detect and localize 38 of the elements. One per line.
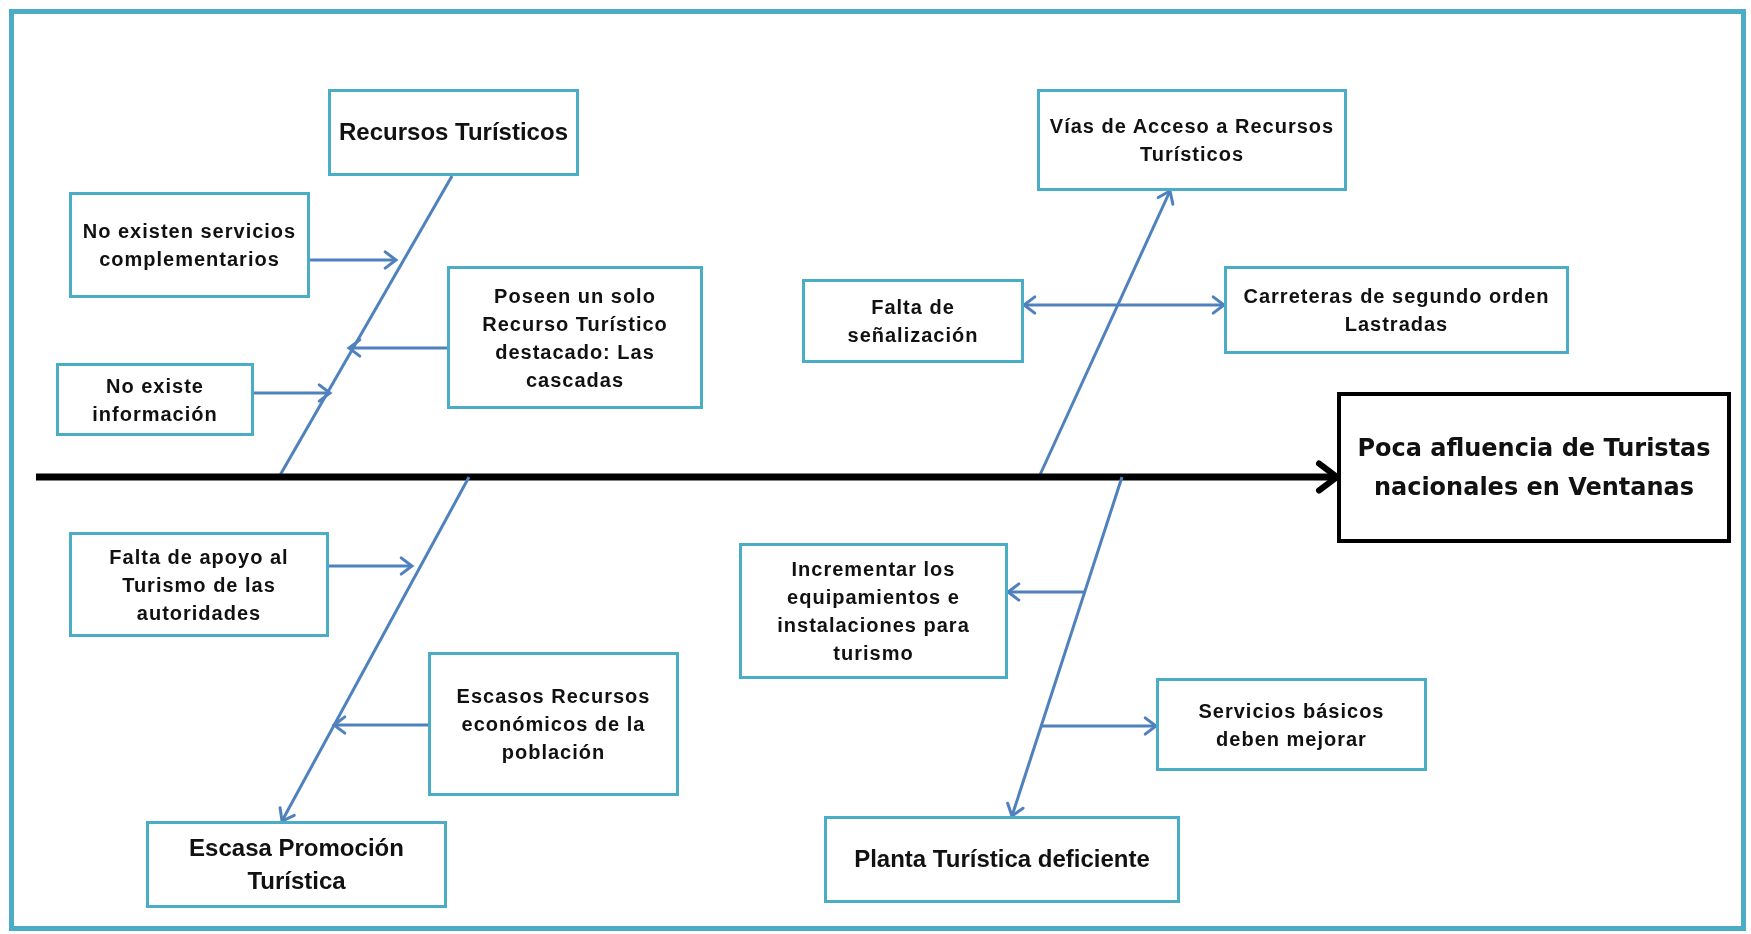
cause-box [1156,678,1427,771]
arrow [254,383,332,403]
arrow [310,250,398,270]
arrow [329,556,414,576]
arrow [1041,716,1158,736]
cause-box [802,279,1024,363]
box-text: No existen servicios complementarios [81,219,298,272]
box-text: Carreteras de segundo orden Lastradas [1242,284,1551,337]
box-text: Poseen un solo Recurso Turístico destacado: Las cascadas [481,283,669,393]
cause-box [447,266,703,409]
box-text: Recursos Turísticos [339,117,568,148]
box-text: Incrementar los equipamientos e instalaciones para turismo [776,557,971,666]
category-box [146,821,447,908]
arrow [1022,295,1226,315]
box-text: Falta de señalización [846,295,980,348]
box-text: No existe información [91,373,219,427]
cause-box [739,543,1008,679]
box-text: Servicios básicos deben mejorar [1197,698,1386,752]
cause-box [1037,89,1347,191]
box-text: Vías de Acceso a Recursos Turísticos [1048,114,1336,167]
box-text: Planta Turística deficiente [854,844,1150,875]
arrow [332,715,428,735]
box-text: Escasa Promoción Turística [188,833,405,896]
cause-box [69,532,329,637]
category-box [328,89,579,176]
cause-box [1224,266,1569,354]
arrow [1006,582,1085,602]
effect-box [1337,392,1731,543]
arrow [347,338,447,358]
cause-box [428,652,679,796]
category-box [824,816,1180,903]
cause-box [56,363,254,436]
box-text: Falta de apoyo al Turismo de las autoridades [108,544,290,626]
box-text: Poca afluencia de Turistas nacionales en Ventanas [1356,433,1712,503]
box-text: Escasos Recursos económicos de la población [455,684,652,765]
cause-box [69,192,310,298]
arrow [278,476,471,823]
arrow [1006,476,1124,818]
